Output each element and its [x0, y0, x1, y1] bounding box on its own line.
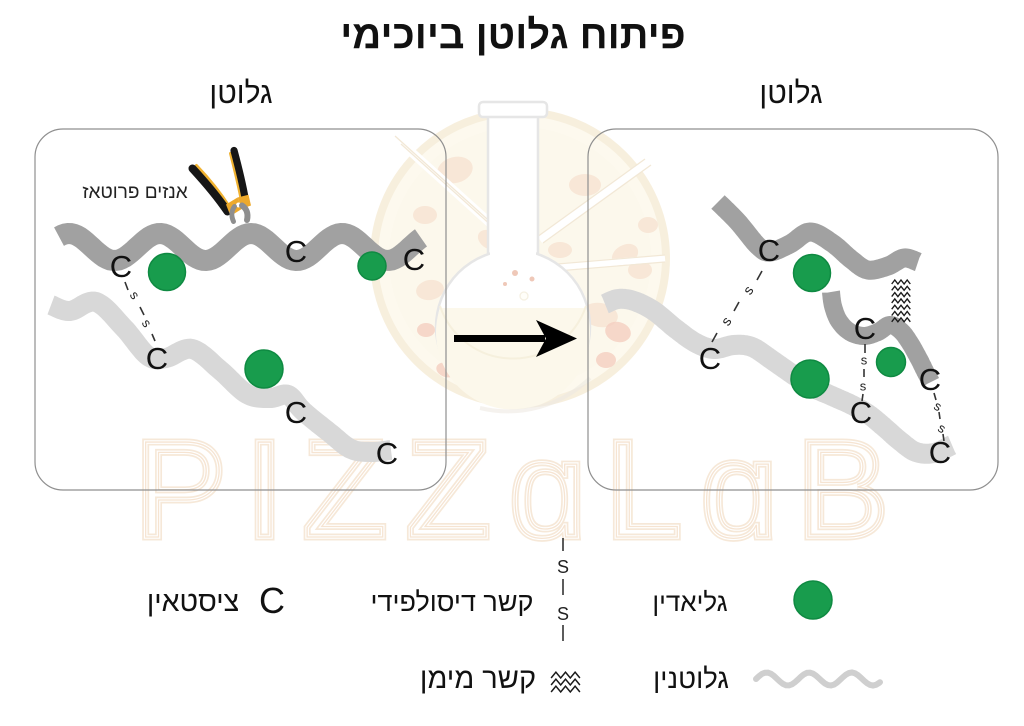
svg-text:אנזים פרוטאז: אנזים פרוטאז — [82, 182, 187, 203]
svg-text:C: C — [758, 233, 780, 268]
svg-text:C: C — [259, 580, 285, 621]
svg-text:s: s — [139, 316, 155, 330]
svg-text:C: C — [285, 234, 307, 269]
svg-text:C: C — [285, 395, 307, 430]
svg-text:C: C — [146, 341, 168, 376]
svg-text:C: C — [919, 362, 941, 397]
svg-text:s: s — [861, 353, 868, 368]
svg-text:גלוטן: גלוטן — [759, 77, 822, 110]
svg-text:S: S — [557, 604, 569, 624]
svg-text:C: C — [854, 311, 876, 346]
svg-text:פיתוח גלוטן ביוכימי: פיתוח גלוטן ביוכימי — [340, 13, 686, 57]
svg-text:s: s — [717, 314, 734, 329]
svg-text:גלוטן: גלוטן — [209, 77, 272, 110]
svg-text:C: C — [929, 435, 951, 470]
svg-text:קשר מימן: קשר מימן — [420, 663, 536, 695]
svg-text:C: C — [376, 436, 398, 471]
svg-text:s: s — [739, 283, 756, 298]
svg-text:גלוטנין: גלוטנין — [653, 663, 729, 694]
svg-text:s: s — [127, 288, 143, 302]
svg-text:C: C — [850, 395, 872, 430]
svg-text:C: C — [403, 242, 425, 277]
svg-text:S: S — [557, 557, 569, 577]
svg-text:קשר דיסולפידי: קשר דיסולפידי — [371, 587, 534, 617]
svg-text:גליאדין: גליאדין — [652, 587, 727, 617]
svg-text:ציסטאין: ציסטאין — [147, 586, 239, 618]
svg-text:C: C — [699, 341, 721, 376]
svg-text:s: s — [860, 379, 867, 394]
svg-text:s: s — [931, 398, 945, 414]
svg-text:C: C — [110, 249, 132, 284]
